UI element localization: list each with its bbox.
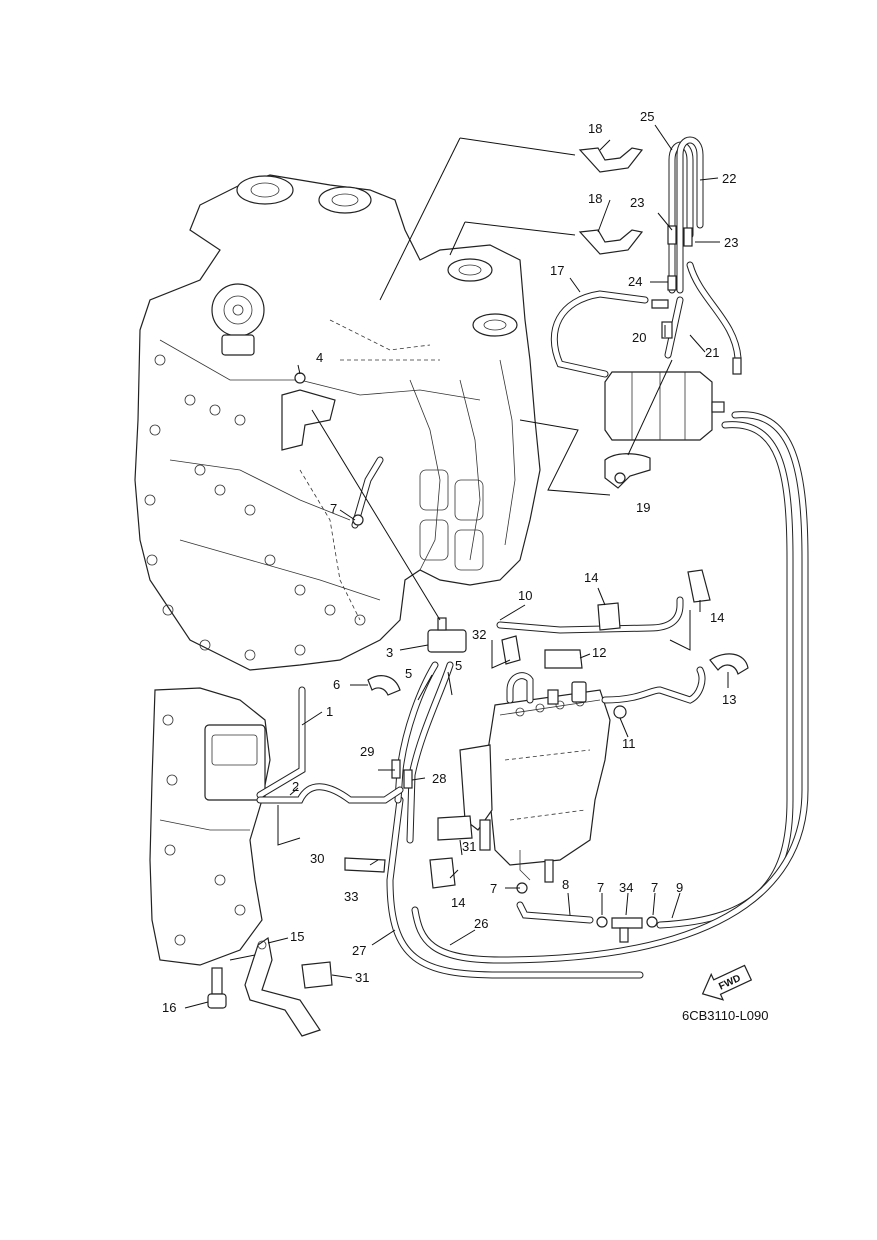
callout-14-top: 14 [584,570,598,585]
fuel-filter-canister [604,371,725,441]
callout-30: 30 [310,851,324,866]
callout-18-top: 18 [588,121,602,136]
callout-24: 24 [628,274,642,289]
callout-29: 29 [360,744,374,759]
diagram-code: 6CB3110-L090 [682,1008,769,1023]
callout-15: 15 [290,929,304,944]
callout-3: 3 [386,645,393,660]
callout-1: 1 [326,704,333,719]
callout-5-right: 5 [455,658,462,673]
callout-10: 10 [518,588,532,603]
callout-19: 19 [636,500,650,515]
callout-7-mid: 7 [490,881,497,896]
callout-26: 26 [474,916,488,931]
callout-31-bottom: 31 [355,970,369,985]
callout-9: 9 [676,880,683,895]
callout-28: 28 [432,771,446,786]
clamps-and-fittings [301,147,749,989]
engine-block-drawing [134,174,541,671]
callout-5-left: 5 [405,666,412,681]
block-bolt-bosses [144,354,366,661]
callout-16: 16 [162,1000,176,1015]
callout-11: 11 [622,736,636,751]
callout-14-bottom: 14 [451,895,465,910]
callout-14-right: 14 [710,610,724,625]
callout-18-bottom: 18 [588,191,602,206]
leader-lines [184,124,729,1009]
callout-23-left: 23 [630,195,644,210]
callout-13: 13 [722,692,736,707]
callout-21: 21 [705,345,719,360]
callout-33: 33 [344,889,358,904]
callout-22: 22 [722,171,736,186]
callout-7-a: 7 [597,880,604,895]
callout-25: 25 [640,109,654,124]
callout-23-right: 23 [724,235,738,250]
callout-8: 8 [562,877,569,892]
callout-31-mid: 31 [462,839,476,854]
callout-2: 2 [292,779,299,794]
vapor-separator-drawing [459,681,611,883]
callout-27: 27 [352,943,366,958]
lower-left-engine-drawing [149,687,321,1037]
callout-17: 17 [550,263,564,278]
callout-34: 34 [619,880,633,895]
callout-4: 4 [316,350,323,365]
forward-direction-arrow: FWD [701,964,753,1001]
callout-labels: 25 18 22 18 23 23 17 24 20 21 4 19 7 14 … [162,109,738,1015]
callout-32: 32 [472,627,486,642]
callout-7-top: 7 [330,501,337,516]
callout-7-b: 7 [651,880,658,895]
callout-20: 20 [632,330,646,345]
callout-6: 6 [333,677,340,692]
callout-12: 12 [592,645,606,660]
